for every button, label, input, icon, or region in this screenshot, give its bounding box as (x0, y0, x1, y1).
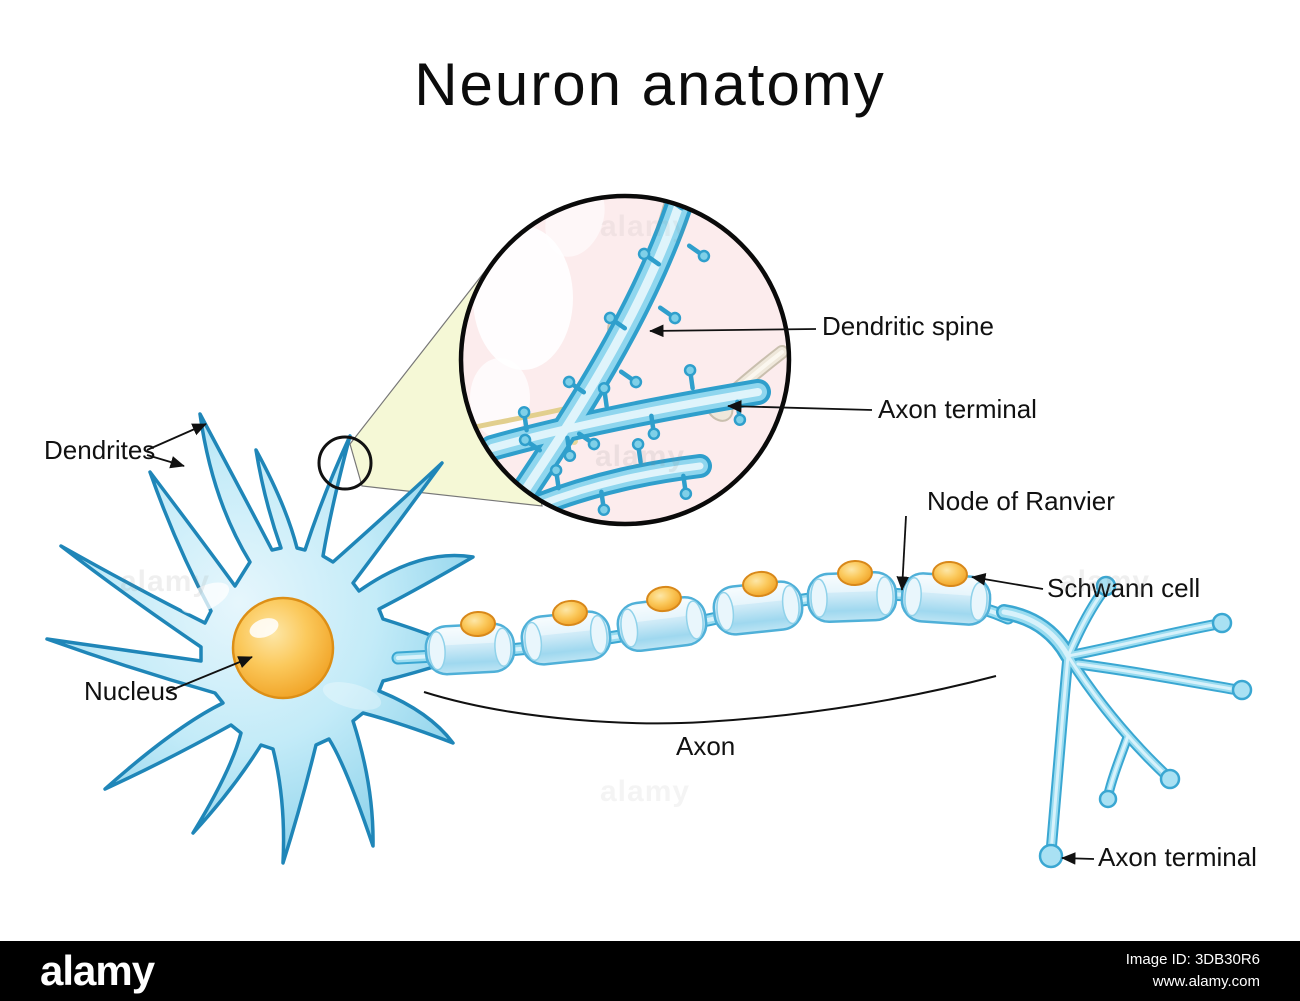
nucleus-arrow (168, 656, 253, 692)
axon-terminal-bottom-arrow (1061, 852, 1095, 865)
label-axon-terminal-bottom: Axon terminal (1098, 842, 1257, 872)
dendritic-spine-arrow (649, 324, 817, 338)
callout-arrows (146, 324, 1095, 865)
label-axon-terminal-top: Axon terminal (878, 394, 1037, 424)
magnifier-source-circle (317, 435, 373, 491)
label-schwann-cell: Schwann cell (1047, 573, 1201, 603)
alamy-footer-bar: alamy Image ID: 3DB30R6 www.alamy.com (0, 941, 1300, 1001)
zoom-circle-ring (458, 193, 792, 527)
label-node-of-ranvier: Node of Ranvier (927, 486, 1115, 516)
axon-terminal-branches (996, 575, 1253, 869)
alamy-url-text: www.alamy.com (1152, 973, 1260, 990)
terminal-bulbs (1038, 575, 1253, 869)
schwann-cell-arrow (971, 573, 1044, 590)
axon-terminal-top-arrow (727, 400, 873, 413)
node-of-ranvier-arrow (896, 515, 910, 591)
axon-brace (423, 675, 997, 725)
label-dendrites: Dendrites (44, 435, 156, 465)
nucleus-highlight (249, 618, 279, 638)
label-axon: Axon (676, 731, 736, 761)
diagram-title: Neuron anatomy (414, 51, 886, 118)
image-meta: Image ID: 3DB30R6 www.alamy.com (1126, 949, 1260, 994)
soma-gloss (180, 582, 230, 614)
image-id-text: Image ID: 3DB30R6 (1125, 950, 1260, 968)
label-nucleus: Nucleus (84, 676, 178, 706)
soma (45, 412, 475, 865)
soma-gloss-2 (322, 682, 382, 710)
dendrites-arrow-2 (146, 454, 185, 469)
nucleus-shape (231, 596, 335, 700)
label-dendritic-spine: Dendritic spine (822, 311, 994, 341)
zoom-dendrite-shafts (479, 196, 771, 518)
alamy-logo: alamy (40, 947, 155, 994)
schwann-cell-nuclei (460, 559, 968, 638)
dendrites-arrow-1 (146, 423, 207, 451)
zoom-circle (458, 193, 792, 527)
